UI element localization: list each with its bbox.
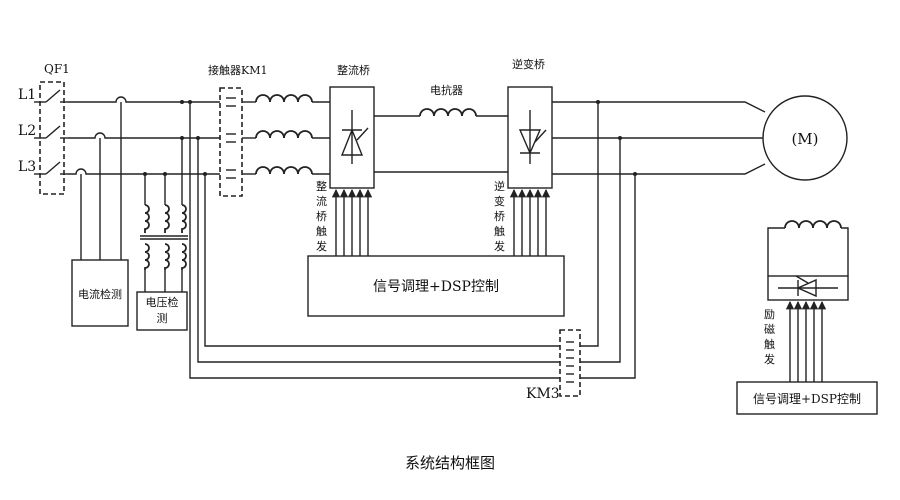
inverter-trigger-arrows xyxy=(509,188,551,256)
km3-contactor xyxy=(559,329,581,397)
svg-text:发: 发 xyxy=(316,239,327,253)
rectifier-thyristor-icon xyxy=(340,110,369,164)
inverter-label: 逆变桥 xyxy=(512,57,545,71)
km1-contacts xyxy=(226,97,236,179)
svg-text:整: 整 xyxy=(316,179,327,193)
current-detect-label: 电流检测 xyxy=(78,287,122,301)
excitation-winding xyxy=(767,220,849,276)
km1-label: 接触器KM1 xyxy=(208,63,267,77)
rectifier-trigger-arrows xyxy=(331,188,373,256)
excitation-trigger-label: 励 磁 触 发 xyxy=(764,308,775,366)
km1-contactor xyxy=(219,87,243,197)
inverter-trigger-label: 逆 变 桥 触 发 xyxy=(494,179,505,253)
phase-l1-label: L1 xyxy=(18,87,36,103)
rectifier-label: 整流桥 xyxy=(337,63,370,77)
km3-label: KM3 xyxy=(526,386,560,402)
voltage-detect-box xyxy=(136,291,188,331)
current-detect-wires xyxy=(80,102,122,260)
svg-text:流: 流 xyxy=(316,194,327,208)
svg-text:桥: 桥 xyxy=(316,210,327,223)
qf1-contacts xyxy=(34,89,68,175)
dc-link xyxy=(374,108,508,173)
excitation-dsp-controller xyxy=(736,381,878,415)
svg-text:触: 触 xyxy=(316,224,327,238)
main-dsp-controller-label: 信号调理+DSP控制 xyxy=(373,279,499,295)
excitation-thyristor-icon xyxy=(778,275,838,298)
diagram-caption: 系统结构框图 xyxy=(405,454,495,472)
svg-text:触: 触 xyxy=(764,337,775,351)
excitation-trigger-arrows xyxy=(785,300,827,382)
svg-text:励: 励 xyxy=(764,308,775,321)
excitation-dsp-controller-label: 信号调理+DSP控制 xyxy=(753,392,861,406)
phase-l2-label: L2 xyxy=(18,123,36,139)
input-inductors xyxy=(242,94,330,175)
motor-label: (M) xyxy=(791,130,818,148)
main-dsp-controller xyxy=(307,255,565,317)
motor-icon xyxy=(762,95,848,181)
km3-contacts xyxy=(566,341,574,383)
voltage-detect-wires xyxy=(140,138,188,292)
bypass-wires xyxy=(189,102,636,379)
motor-feed-lines xyxy=(552,101,766,175)
phase-l3-label: L3 xyxy=(18,159,36,175)
svg-text:发: 发 xyxy=(764,352,775,366)
rectifier-trigger-label: 整 流 桥 触 发 xyxy=(316,179,327,253)
qf1-label: QF1 xyxy=(44,62,70,76)
svg-text:触: 触 xyxy=(494,224,505,238)
voltage-detect-label-line1: 电压检 xyxy=(146,295,179,309)
inverter-thyristor-icon xyxy=(518,110,547,164)
three-phase-lines xyxy=(68,96,220,175)
svg-text:逆: 逆 xyxy=(494,179,505,193)
svg-text:发: 发 xyxy=(494,239,505,253)
voltage-transformer-coils xyxy=(144,204,187,270)
svg-text:变: 变 xyxy=(494,194,505,208)
current-detect-box xyxy=(71,259,129,327)
reactor-label: 电抗器 xyxy=(430,83,463,97)
voltage-detect-label-line2: 测 xyxy=(157,312,168,325)
svg-text:桥: 桥 xyxy=(494,210,505,223)
svg-text:磁: 磁 xyxy=(764,323,775,336)
